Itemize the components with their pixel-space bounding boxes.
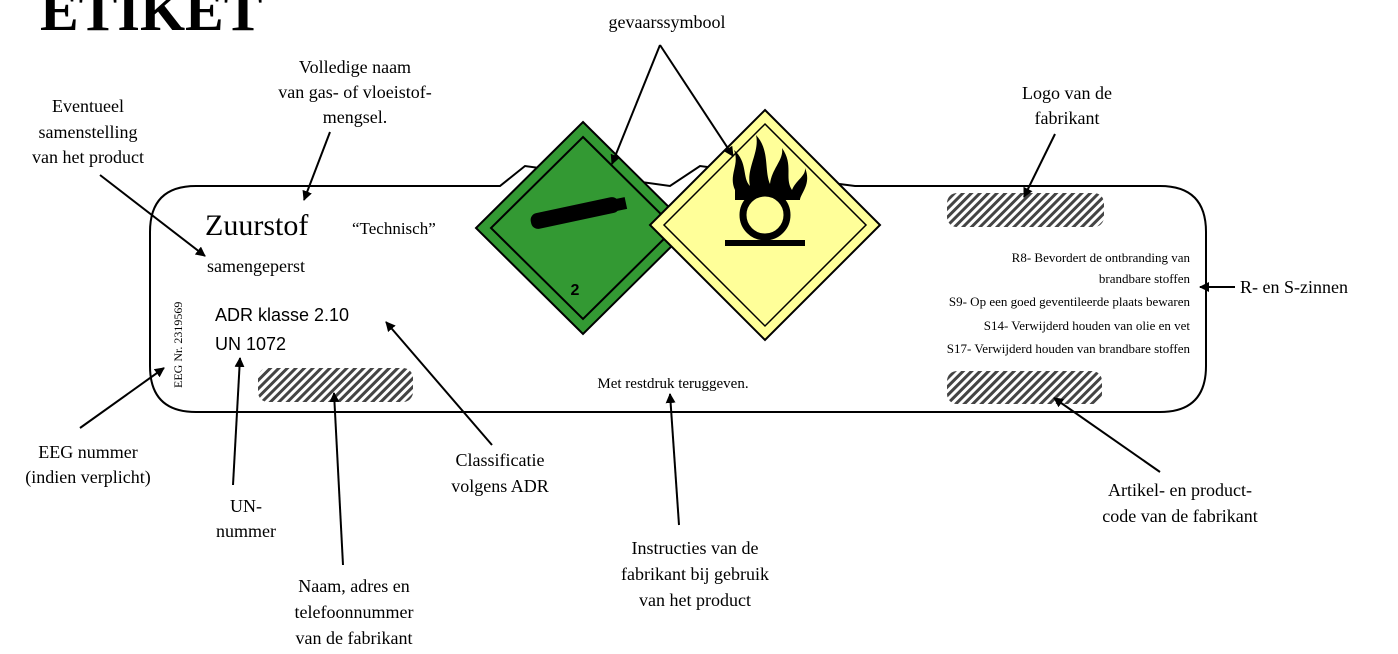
callout-composition: Eventueel: [52, 96, 124, 116]
product-state: samengeperst: [207, 256, 305, 276]
diagram-title: ETIKET: [40, 0, 262, 43]
flame-over-circle-icon: [725, 135, 808, 246]
callout-full-name: van gas- of vloeistof-: [278, 82, 431, 102]
arrow-classification: [385, 321, 493, 446]
callout-article-code: code van de fabrikant: [1102, 506, 1257, 526]
callout-classification: Classificatie: [456, 450, 545, 470]
r-s-phrases: R8- Bevordert de ontbranding van brandba…: [947, 250, 1191, 356]
arrow-article-code: [1053, 397, 1161, 473]
phrase-line: S9- Op een goed geventileerde plaats bew…: [949, 294, 1191, 309]
arrow-composition: [99, 174, 206, 257]
callout-composition: van het product: [32, 147, 144, 167]
oxidizer-hazard-diamond: [648, 108, 882, 342]
callout-un: UN-: [230, 496, 262, 516]
callout-arrows: [79, 44, 1235, 566]
manufacturer-logo-placeholder: [947, 193, 1104, 227]
callout-instructions: fabrikant bij gebruik: [621, 564, 769, 584]
product-grade: “Technisch”: [352, 219, 436, 238]
callout-instructions: van het product: [639, 590, 751, 610]
eeg-number: EEG Nr. 2319569: [171, 302, 185, 388]
gas-cylinder-icon: [530, 197, 628, 229]
article-code-placeholder: [947, 371, 1102, 404]
callout-r-s-phrases: R- en S-zinnen: [1240, 277, 1348, 297]
label-outline: [149, 164, 1207, 413]
return-instruction: Met restdruk teruggeven.: [597, 376, 748, 392]
arrow-instructions: [665, 393, 680, 526]
callout-article-code: Artikel- en product-: [1108, 480, 1252, 500]
callout-composition: samenstelling: [39, 122, 138, 142]
callout-manufacturer-contact: van de fabrikant: [296, 628, 413, 648]
phrase-line: S14- Verwijderd houden van olie en vet: [984, 318, 1191, 333]
callout-un: nummer: [216, 521, 276, 541]
arrow-full-name: [302, 131, 331, 201]
hazard-class-number: 2: [571, 282, 580, 299]
callout-logo: fabrikant: [1035, 108, 1100, 128]
phrase-line: R8- Bevordert de ontbranding van: [1012, 250, 1191, 265]
callout-eeg: EEG nummer: [38, 442, 137, 462]
phrase-line: brandbare stoffen: [1099, 271, 1191, 286]
arrow-eeg: [79, 367, 165, 429]
callout-manufacturer-contact: telefoonnummer: [295, 602, 414, 622]
arrow-hazard-green: [610, 44, 661, 165]
callout-manufacturer-contact: Naam, adres en: [298, 576, 409, 596]
arrow-logo: [1023, 133, 1056, 198]
adr-class: ADR klasse 2.10: [215, 305, 349, 325]
un-number: UN 1072: [215, 334, 286, 354]
product-name: Zuurstof: [205, 209, 308, 242]
callout-hazard-symbol: gevaarssymbool: [609, 12, 726, 32]
arrow-hazard-yellow: [659, 44, 734, 157]
callout-full-name: Volledige naam: [299, 57, 411, 77]
class-2-hazard-diamond: 2: [474, 120, 692, 336]
arrow-manufacturer-contact: [329, 392, 344, 566]
callout-logo: Logo van de: [1022, 83, 1112, 103]
callout-eeg: (indien verplicht): [25, 467, 150, 488]
phrase-line: S17- Verwijderd houden van brandbare sto…: [947, 341, 1191, 356]
callout-full-name: mengsel.: [323, 107, 388, 127]
callout-instructions: Instructies van de: [632, 538, 759, 558]
callout-classification: volgens ADR: [451, 476, 549, 496]
manufacturer-contact-placeholder: [258, 368, 413, 402]
arrow-un: [232, 357, 245, 486]
